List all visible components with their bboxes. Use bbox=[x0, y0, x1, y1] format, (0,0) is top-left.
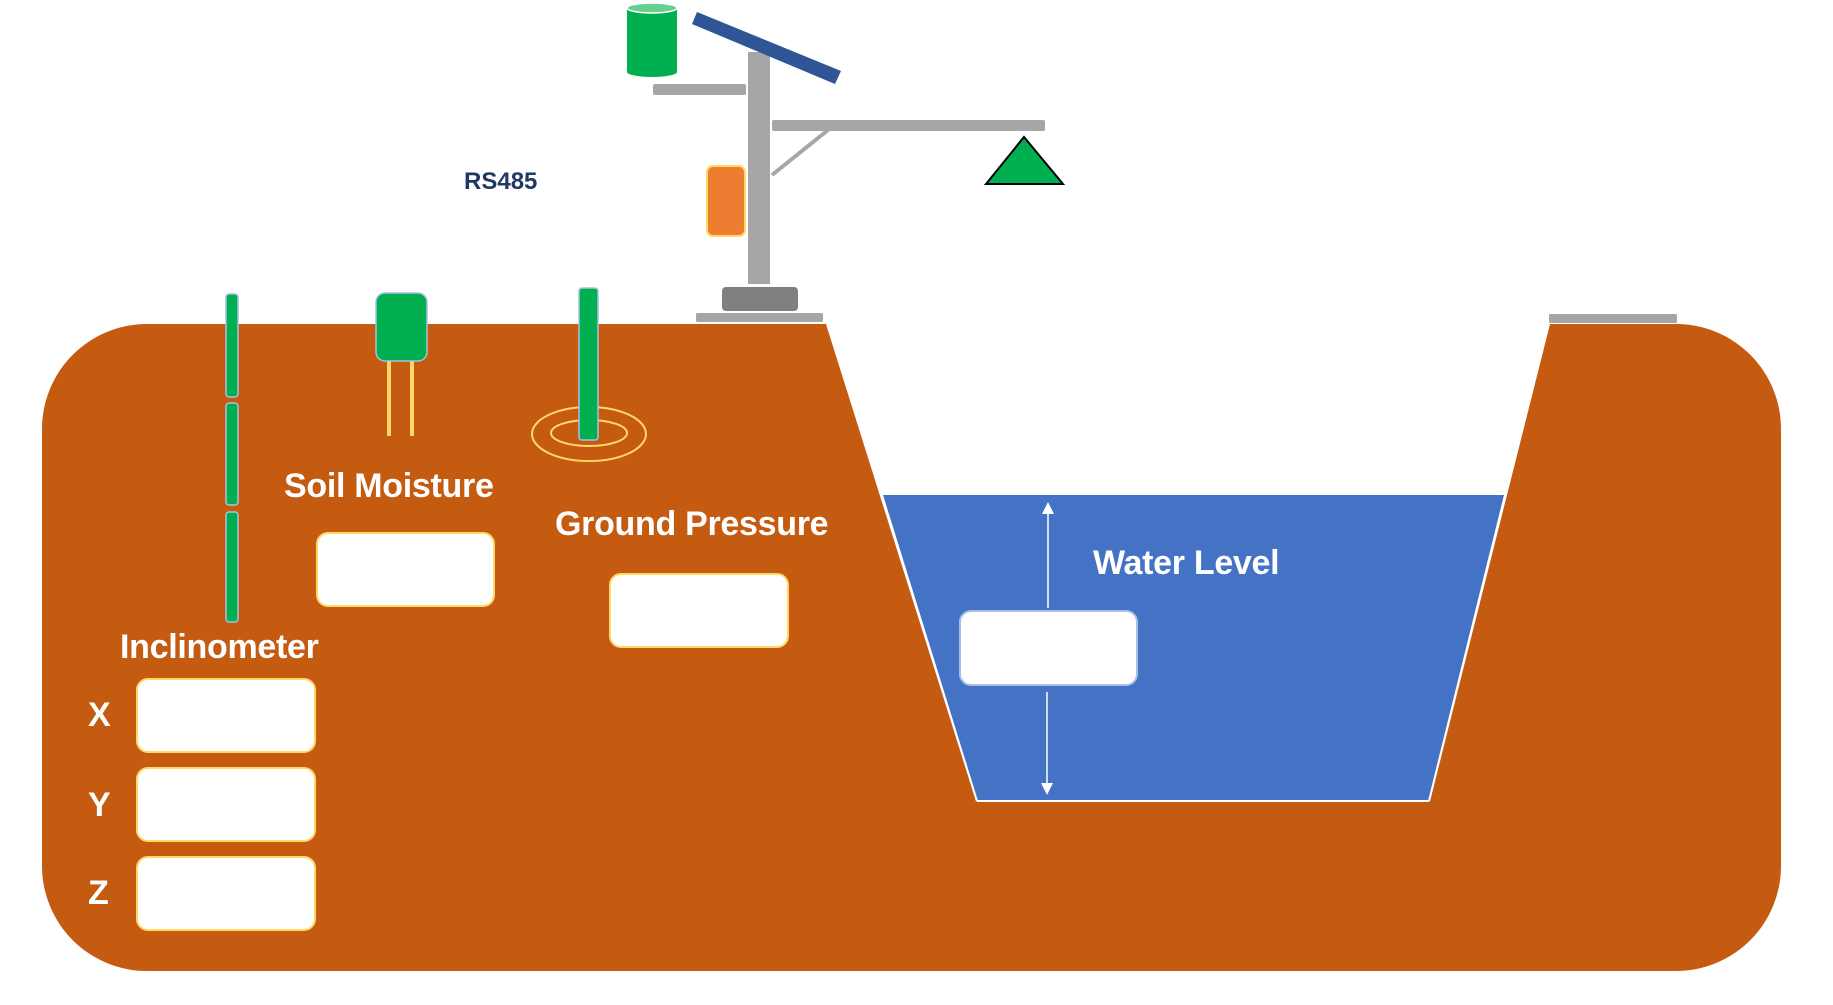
inclinometer-segment bbox=[225, 293, 239, 398]
right-bank-pad bbox=[1549, 314, 1677, 323]
radar-sensor-icon bbox=[983, 135, 1066, 185]
inclinometer-y-label: Y bbox=[88, 786, 111, 824]
soil-probe-prong bbox=[387, 358, 391, 436]
right-arm bbox=[772, 120, 1045, 131]
water-body bbox=[882, 495, 1505, 801]
rain-gauge-icon bbox=[626, 2, 678, 77]
water-left-edge bbox=[881, 494, 978, 802]
soil-probe-prong bbox=[410, 358, 414, 436]
soil-sensor-head bbox=[375, 292, 428, 362]
water-level-label: Water Level bbox=[1093, 544, 1280, 582]
inclinometer-y-value-box[interactable] bbox=[136, 767, 316, 842]
left-arm bbox=[653, 84, 746, 95]
inclinometer-probe bbox=[225, 293, 239, 623]
inclinometer-segment bbox=[225, 402, 239, 506]
soil-moisture-sensor bbox=[375, 292, 428, 436]
arm-brace bbox=[770, 128, 830, 177]
ground-pressure-sensor bbox=[531, 287, 647, 462]
water-level-value-box[interactable] bbox=[959, 610, 1138, 686]
ground-pressure-value-box[interactable] bbox=[609, 573, 789, 648]
inclinometer-label: Inclinometer bbox=[120, 628, 319, 666]
soil-ground bbox=[42, 324, 1781, 971]
water-level-arrow bbox=[1041, 502, 1054, 795]
inclinometer-x-value-box[interactable] bbox=[136, 678, 316, 753]
mounting-pole bbox=[748, 52, 770, 284]
ground-pressure-label: Ground Pressure bbox=[555, 505, 829, 543]
inclinometer-x-label: X bbox=[88, 696, 111, 734]
pressure-sensor-rod bbox=[578, 287, 599, 441]
pole-base-pad bbox=[696, 313, 823, 322]
inclinometer-segment bbox=[225, 511, 239, 623]
pole-base bbox=[722, 287, 798, 311]
inclinometer-z-label: Z bbox=[88, 874, 109, 912]
inclinometer-z-value-box[interactable] bbox=[136, 856, 316, 931]
rs485-label: RS485 bbox=[464, 168, 538, 195]
arrow-up-icon bbox=[1042, 502, 1054, 514]
solar-panel-icon bbox=[692, 12, 841, 84]
soil-moisture-label: Soil Moisture bbox=[284, 467, 494, 505]
soil-moisture-value-box[interactable] bbox=[316, 532, 495, 607]
monitoring-station bbox=[626, 2, 1066, 322]
water-right-edge bbox=[1428, 494, 1506, 802]
data-logger-icon bbox=[706, 165, 746, 237]
arrow-down-icon bbox=[1041, 783, 1053, 795]
